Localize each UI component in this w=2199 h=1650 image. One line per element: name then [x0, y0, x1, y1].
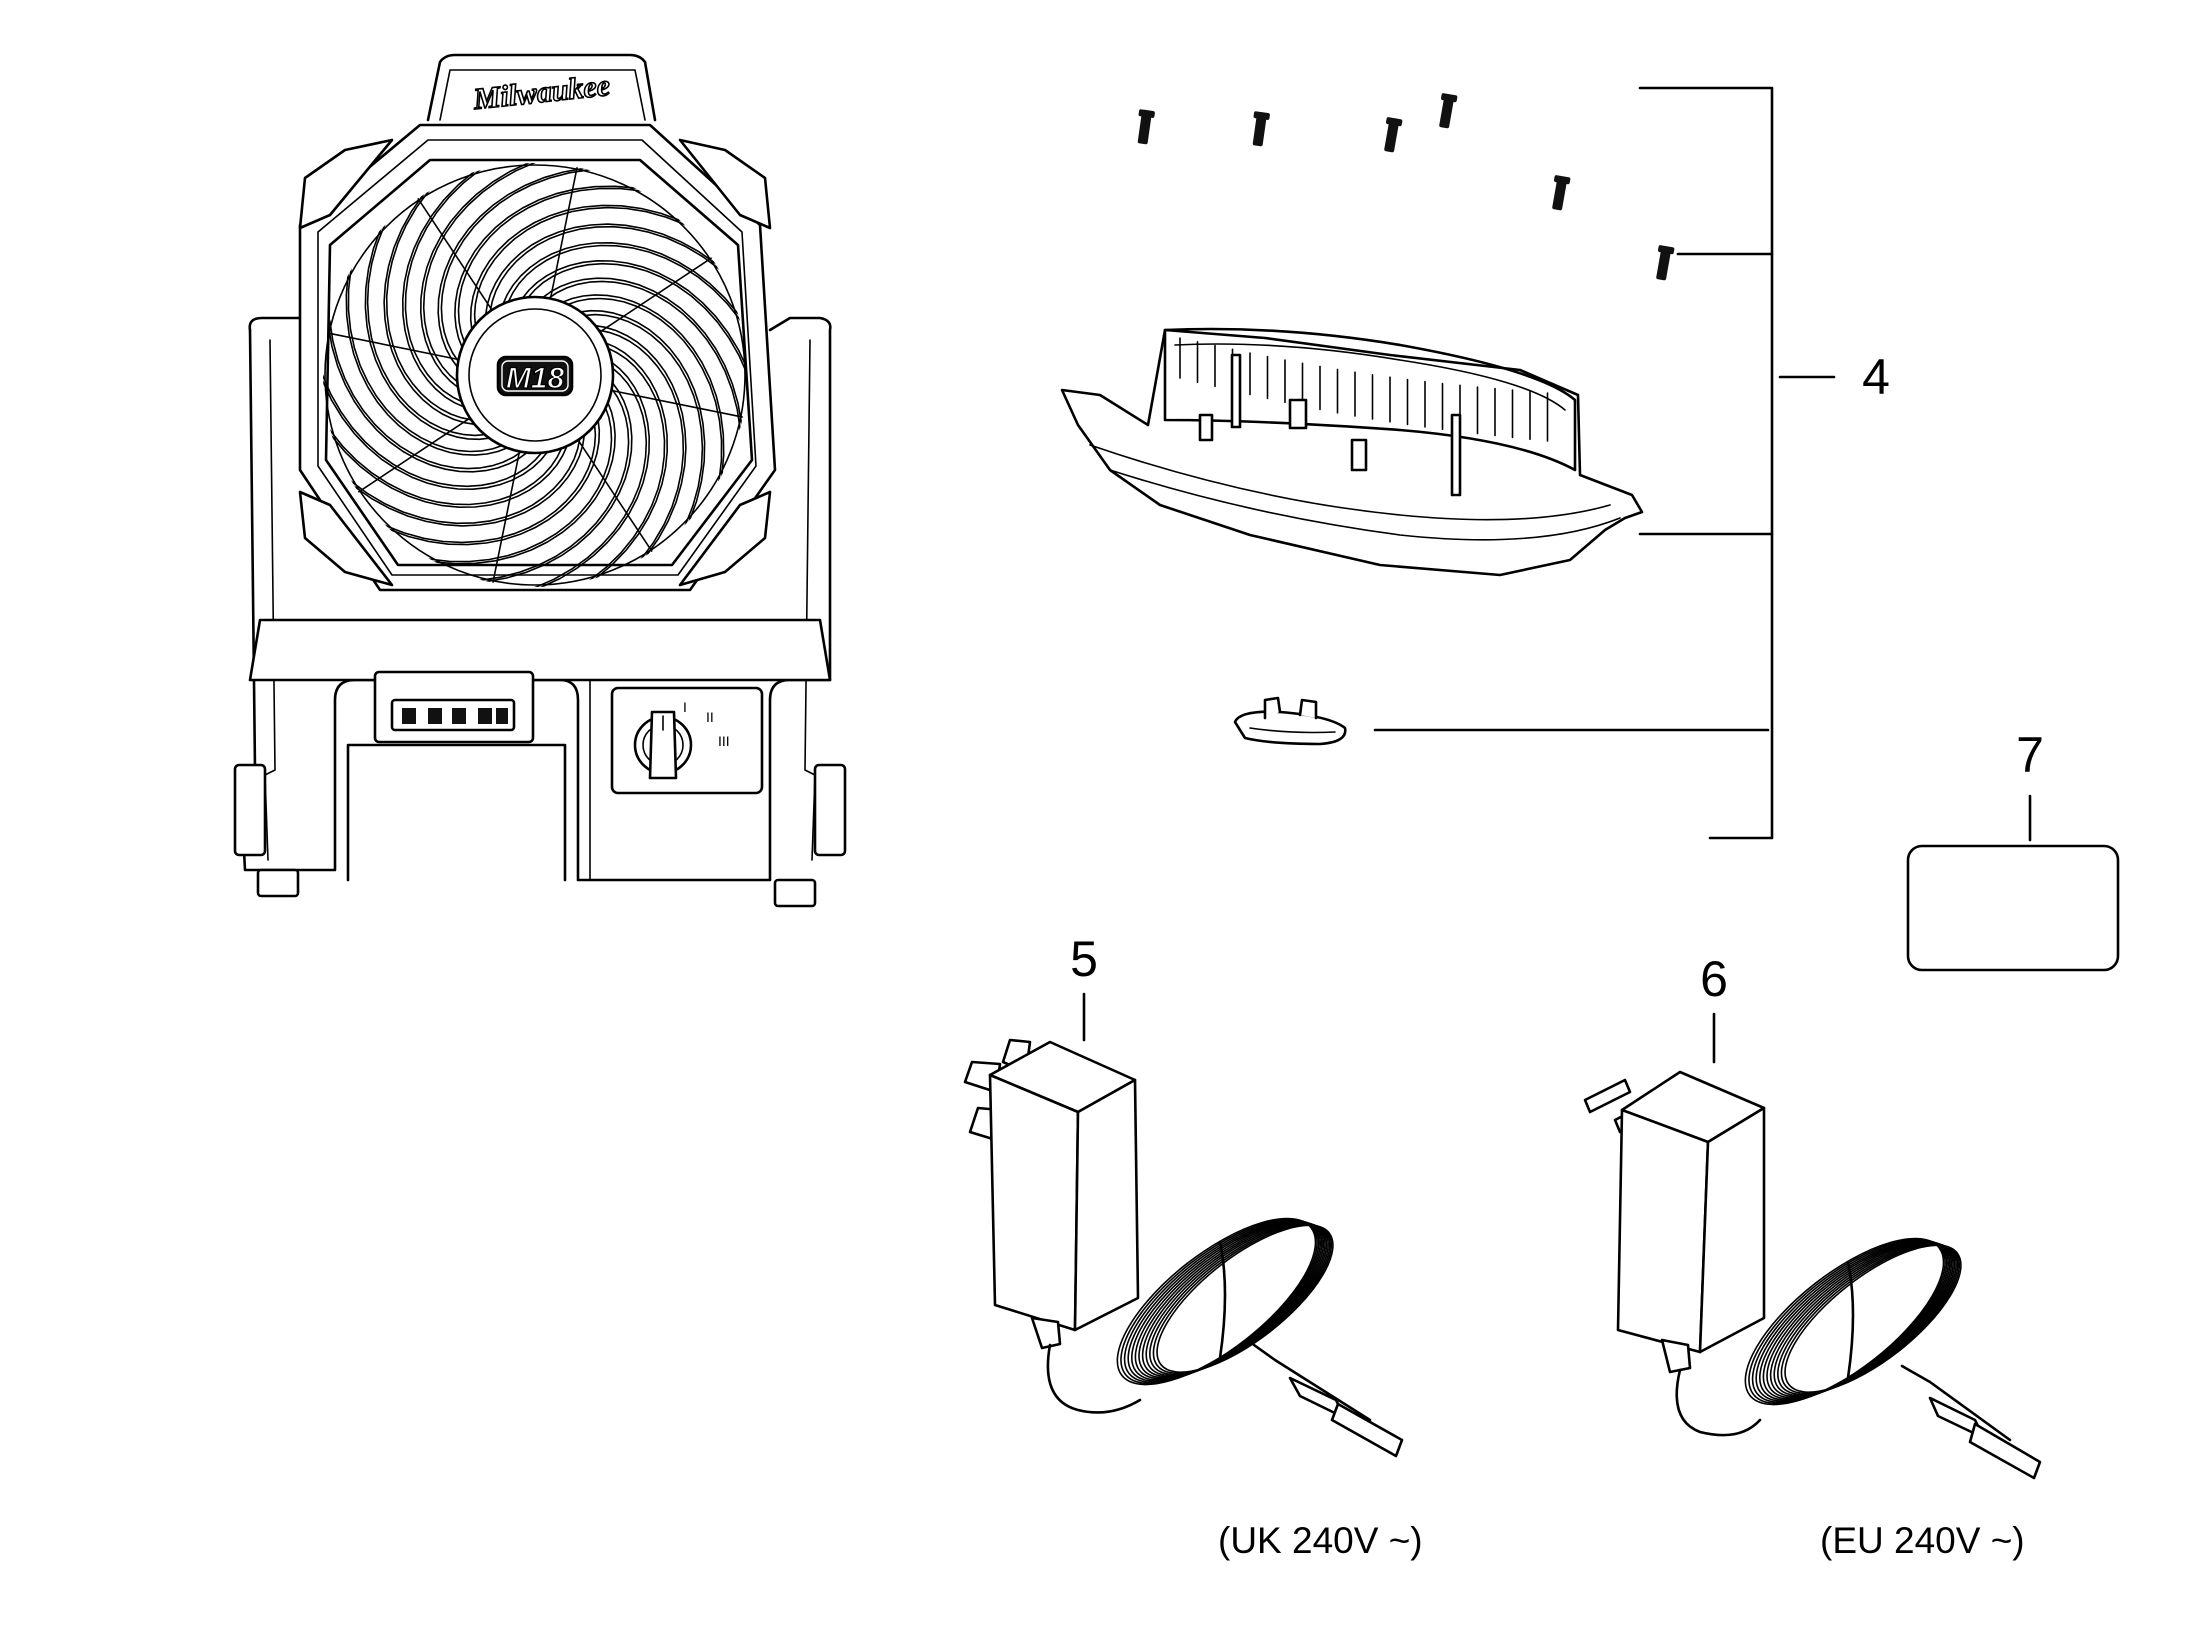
grille-spiral	[368, 409, 601, 546]
grille-bar	[612, 390, 747, 419]
grille-spiral	[334, 427, 582, 525]
grille-spiral	[519, 356, 651, 587]
callout-label-4: 4	[1862, 349, 1890, 405]
svg-text:III: III	[718, 733, 730, 749]
grille-spiral	[587, 328, 685, 576]
grille-spiral	[558, 297, 723, 504]
svg-text:II: II	[706, 709, 714, 725]
svg-text:I: I	[683, 699, 687, 715]
part-7-box	[1906, 794, 2120, 972]
grille-spiral	[437, 166, 607, 376]
callout-label-6: 6	[1700, 951, 1728, 1007]
cable-loop	[1784, 1244, 1962, 1393]
grille-spiral	[576, 339, 669, 587]
grille-spiral	[521, 262, 747, 397]
grille-spiral	[499, 242, 747, 334]
grille-spiral	[569, 309, 706, 542]
uk-cable-coil	[1116, 1217, 1334, 1386]
grille-spiral	[473, 206, 706, 336]
grille-spiral	[323, 359, 554, 491]
grille-spiral	[516, 259, 747, 391]
grille-spiral	[411, 392, 616, 565]
svg-text:M18: M18	[506, 362, 565, 395]
grille-bar	[578, 440, 655, 556]
grille-spiral	[325, 303, 536, 473]
grille-bar	[491, 452, 520, 587]
grille-spiral	[570, 344, 666, 587]
grille-spiral	[484, 223, 734, 327]
m18-badge: M18	[455, 295, 615, 455]
speed-dial: I II III	[610, 686, 764, 795]
grille-spiral	[440, 167, 613, 370]
grille-spiral	[406, 398, 613, 563]
cable-tie	[1218, 1240, 1227, 1360]
grille-spiral	[454, 185, 659, 358]
eu-adapter-drawing	[1583, 1012, 2042, 1480]
grille-spiral	[469, 204, 702, 341]
grille-spiral	[513, 361, 648, 587]
grille-spiral	[534, 277, 745, 447]
uk-adapter-drawing	[963, 992, 1404, 1458]
grille-bar	[550, 163, 579, 298]
clip-part-drawing	[1233, 696, 1347, 746]
grille-spiral	[583, 324, 687, 574]
grille-spiral	[463, 374, 633, 585]
grille-spiral	[488, 225, 736, 323]
grille-spiral	[327, 297, 530, 470]
grille-bar	[323, 331, 458, 360]
callout-bracket-4	[1373, 86, 1836, 840]
grille-spiral	[323, 416, 571, 509]
base-tray-drawing	[1060, 327, 1644, 577]
grille-spiral	[552, 294, 725, 499]
grille-spiral	[364, 208, 501, 441]
grille-spiral	[323, 410, 566, 506]
caption-eu-240v: (EU 240V ~)	[1820, 1520, 2025, 1561]
grille-spiral	[419, 163, 551, 394]
grille-spiral	[336, 423, 586, 527]
grille-spiral	[457, 187, 664, 352]
grille-spiral	[345, 251, 518, 456]
grille-spiral	[457, 380, 630, 583]
grille-spiral	[504, 244, 747, 340]
grille-spiral	[347, 246, 512, 453]
svg-text:Milwaukee: Milwaukee	[471, 69, 611, 116]
grille-bar	[600, 255, 716, 332]
grille-spiral	[422, 163, 557, 389]
screws-drawing	[1137, 93, 1675, 281]
fan-grille-spirals	[323, 163, 747, 587]
callout-label-7: 7	[2016, 727, 2044, 783]
grille-spiral	[383, 176, 487, 426]
grille-spiral	[385, 174, 483, 422]
fan-unit-drawing: Milwaukee M18	[233, 53, 847, 908]
grille-bar	[354, 418, 470, 495]
grille-spiral	[574, 313, 704, 546]
grille-spiral	[401, 163, 494, 411]
grille-spiral	[366, 204, 496, 437]
cable-loop	[1156, 1224, 1334, 1373]
callout-label-5: 5	[1070, 931, 1098, 987]
cable-tie	[1846, 1260, 1855, 1380]
grille-spiral	[364, 414, 597, 544]
grille-spiral	[323, 353, 549, 488]
grille-spiral	[404, 163, 500, 406]
caption-uk-240v: (UK 240V ~)	[1218, 1520, 1423, 1561]
grille-spiral	[540, 280, 743, 453]
eu-cable-coil	[1744, 1237, 1962, 1406]
brand-logo: Milwaukee	[470, 68, 612, 117]
grille-bar	[415, 195, 492, 310]
